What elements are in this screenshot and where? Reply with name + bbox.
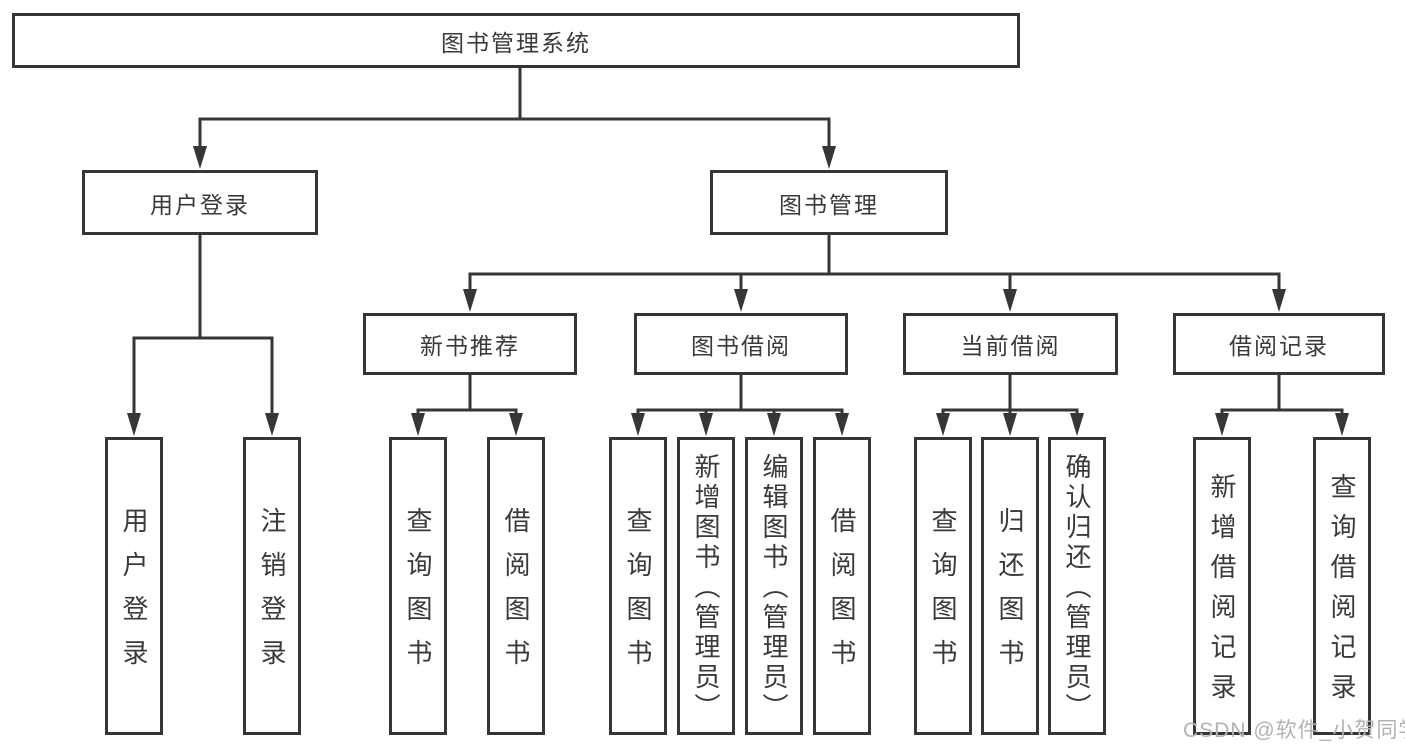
csdn-watermark: CSDN @软件_小贺同学 bbox=[1183, 719, 1405, 742]
leaf-current-query-books: 查询图书 bbox=[914, 437, 972, 735]
node-new-book-recommend: 新书推荐 bbox=[363, 313, 577, 375]
node-book-management: 图书管理 bbox=[710, 170, 948, 235]
leaf-query-borrow-record: 查询借阅记录 bbox=[1313, 437, 1371, 735]
leaf-edit-books-admin: 编辑图书（管理员） bbox=[745, 437, 803, 735]
arrow-icon bbox=[1215, 413, 1229, 436]
arrow-icon bbox=[1003, 413, 1017, 436]
leaf-recommend-query-books: 查询图书 bbox=[389, 437, 447, 735]
node-borrow-records: 借阅记录 bbox=[1173, 313, 1385, 375]
leaf-add-borrow-record: 新增借阅记录 bbox=[1193, 437, 1251, 735]
arrow-icon bbox=[1335, 413, 1349, 436]
arrow-icon bbox=[835, 413, 849, 436]
arrow-icon bbox=[734, 289, 748, 312]
leaf-add-books-admin: 新增图书（管理员） bbox=[677, 437, 735, 735]
arrow-icon bbox=[767, 413, 781, 436]
node-library-system: 图书管理系统 bbox=[12, 13, 1020, 68]
arrow-icon bbox=[127, 413, 141, 436]
arrow-icon bbox=[699, 413, 713, 436]
arrow-icon bbox=[1070, 413, 1084, 436]
node-user-login: 用户登录 bbox=[82, 170, 318, 235]
arrow-icon bbox=[822, 146, 836, 169]
leaf-borrow-books: 借阅图书 bbox=[813, 437, 871, 735]
arrow-icon bbox=[411, 413, 425, 436]
leaf-confirm-return-admin: 确认归还（管理员） bbox=[1048, 437, 1106, 735]
leaf-logout: 注销登录 bbox=[243, 437, 301, 735]
leaf-borrow-query-books: 查询图书 bbox=[609, 437, 667, 735]
leaf-return-books: 归还图书 bbox=[981, 437, 1039, 735]
arrow-icon bbox=[193, 146, 207, 169]
leaf-user-login: 用户登录 bbox=[105, 437, 163, 735]
arrow-icon bbox=[509, 413, 523, 436]
arrow-icon bbox=[265, 413, 279, 436]
node-current-borrow: 当前借阅 bbox=[903, 313, 1118, 375]
arrow-icon bbox=[1272, 289, 1286, 312]
leaf-recommend-borrow-books: 借阅图书 bbox=[487, 437, 545, 735]
arrow-icon bbox=[1003, 289, 1017, 312]
arrow-icon bbox=[631, 413, 645, 436]
arrow-icon bbox=[936, 413, 950, 436]
node-book-borrow: 图书借阅 bbox=[634, 313, 848, 375]
arrow-icon bbox=[463, 289, 477, 312]
